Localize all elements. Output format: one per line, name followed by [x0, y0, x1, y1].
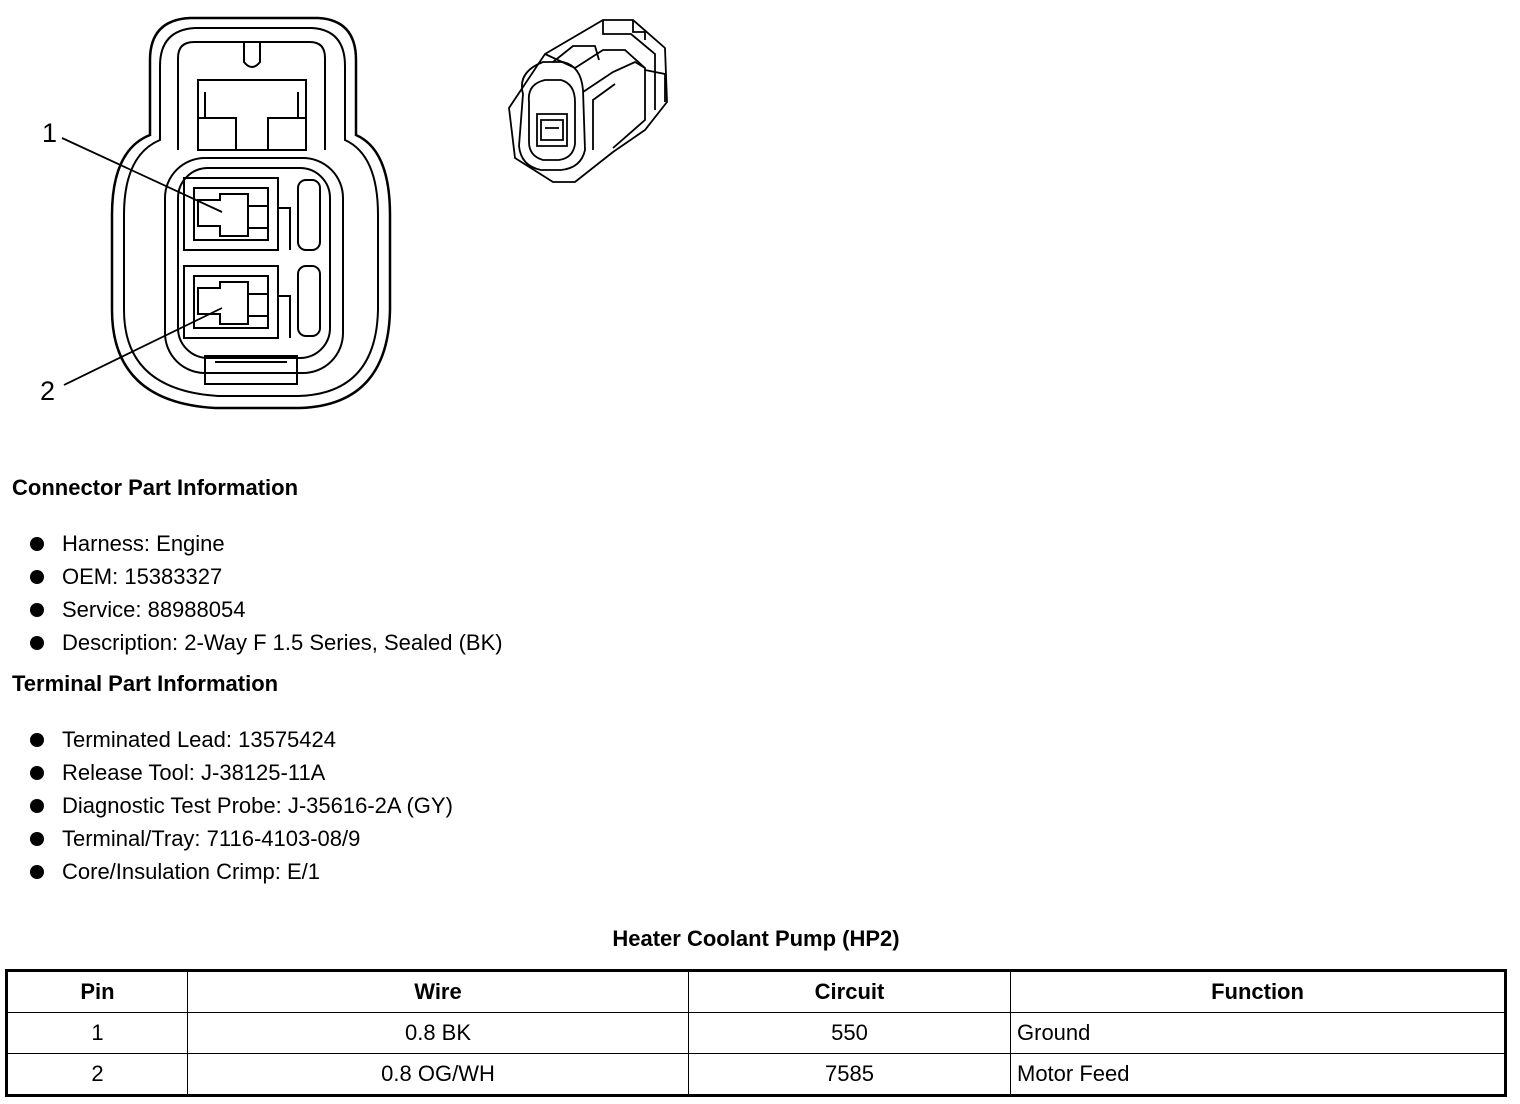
- bullet-icon: [30, 537, 44, 551]
- cell-pin: 2: [6, 1053, 188, 1096]
- connector-front-view-drawing: [61, 16, 392, 410]
- list-item-text: Terminal/Tray: 7116-4103-08/9: [62, 826, 361, 851]
- pin-table-title: Heater Coolant Pump (HP2): [612, 926, 900, 951]
- list-item-text: Service: 88988054: [62, 597, 246, 622]
- cell-wire: 0.8 BK: [187, 1012, 689, 1054]
- bullet-icon: [30, 799, 44, 813]
- bullet-icon: [30, 570, 44, 584]
- list-item: Harness: Engine: [0, 527, 503, 560]
- list-item: Diagnostic Test Probe: J-35616-2A (GY): [0, 789, 453, 822]
- pin-1-label: 1: [42, 118, 58, 148]
- bullet-icon: [30, 766, 44, 780]
- list-item: Description: 2-Way F 1.5 Series, Sealed …: [0, 626, 503, 659]
- terminal-part-info-list: Terminated Lead: 13575424 Release Tool: …: [0, 723, 453, 888]
- pin-table: Pin Wire Circuit Function 1 0.8 BK 550 G…: [5, 969, 1507, 1097]
- list-item-text: Harness: Engine: [62, 531, 225, 556]
- list-item-text: Release Tool: J-38125-11A: [62, 760, 326, 785]
- bullet-icon: [30, 636, 44, 650]
- list-item: Release Tool: J-38125-11A: [0, 756, 453, 789]
- list-item: Core/Insulation Crimp: E/1: [0, 855, 453, 888]
- cell-circuit: 550: [688, 1012, 1011, 1054]
- connector-part-info-list: Harness: Engine OEM: 15383327 Service: 8…: [0, 527, 503, 659]
- list-item-text: OEM: 15383327: [62, 564, 223, 589]
- cell-function: Ground: [1010, 1012, 1506, 1054]
- list-item: Terminated Lead: 13575424: [0, 723, 453, 756]
- column-header-wire: Wire: [187, 970, 689, 1013]
- list-item-text: Description: 2-Way F 1.5 Series, Sealed …: [62, 630, 503, 655]
- list-item: Service: 88988054: [0, 593, 503, 626]
- pin-2-label: 2: [40, 376, 56, 406]
- bullet-icon: [30, 865, 44, 879]
- column-header-pin: Pin: [6, 970, 188, 1013]
- list-item: Terminal/Tray: 7116-4103-08/9: [0, 822, 453, 855]
- bullet-icon: [30, 733, 44, 747]
- list-item-text: Core/Insulation Crimp: E/1: [62, 859, 320, 884]
- cell-pin: 1: [6, 1012, 188, 1054]
- cell-circuit: 7585: [688, 1053, 1011, 1096]
- list-item-text: Diagnostic Test Probe: J-35616-2A (GY): [62, 793, 453, 818]
- bullet-icon: [30, 603, 44, 617]
- connector-isometric-view-drawing: [508, 19, 668, 183]
- list-item: OEM: 15383327: [0, 560, 503, 593]
- table-row: 2 0.8 OG/WH 7585 Motor Feed: [6, 1053, 1506, 1096]
- table-header-row: Pin Wire Circuit Function: [6, 970, 1506, 1013]
- table-row: 1 0.8 BK 550 Ground: [6, 1012, 1506, 1054]
- cell-wire: 0.8 OG/WH: [187, 1053, 689, 1096]
- cell-function: Motor Feed: [1010, 1053, 1506, 1096]
- list-item-text: Terminated Lead: 13575424: [62, 727, 336, 752]
- column-header-function: Function: [1010, 970, 1506, 1013]
- column-header-circuit: Circuit: [688, 970, 1011, 1013]
- connector-part-info-heading: Connector Part Information: [12, 475, 299, 500]
- terminal-part-info-heading: Terminal Part Information: [12, 671, 279, 696]
- bullet-icon: [30, 832, 44, 846]
